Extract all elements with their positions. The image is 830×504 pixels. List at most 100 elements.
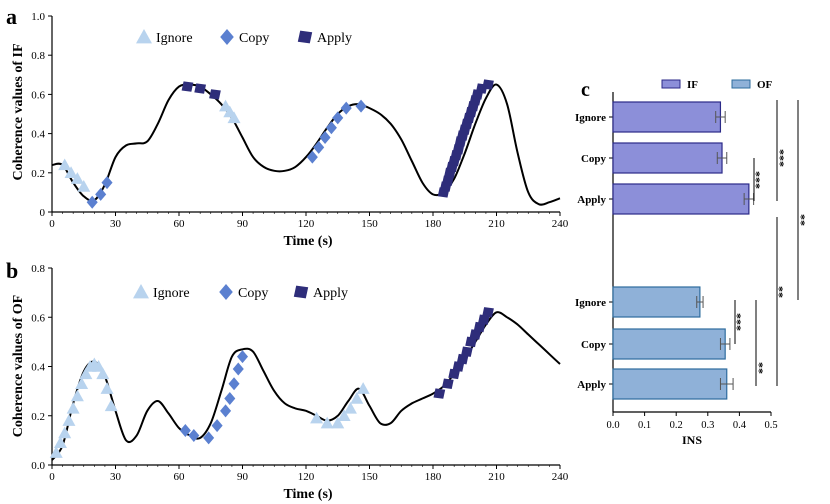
panel-b-legend-marker-copy [219,284,233,300]
panel-b-copy-point [188,428,200,442]
panel-a-x-tick-label: 30 [110,218,122,230]
panel-c-x-tick-label: 0.5 [764,420,777,431]
panel-a-y-tick-label: 0.4 [31,129,45,141]
panel-b-copy-point [224,392,236,406]
panel-b-y-tick-label: 0.8 [31,263,45,275]
panel-a-legend-label-copy: Copy [239,31,269,46]
panel-b-apply-point [473,321,486,333]
panel-a-apply-point [452,144,465,155]
panel-b-ignore-point [104,399,118,412]
panel-a-y-tick-label: 0.6 [31,89,45,101]
panel-a-y-tick-label: 1.0 [31,11,45,23]
panel-a-ignore-point [58,158,72,171]
panel-c-sig-label: ** [797,214,811,226]
panel-a-copy-point [306,150,318,164]
panel-a-ignore-point [64,166,78,178]
panel-b-x-tick-label: 210 [488,471,505,483]
panel-a-x-tick-label: 120 [298,218,315,230]
panel-a-apply-point [181,81,194,92]
panel-b-y-tick-label: 0.2 [31,411,45,423]
panel-c-category-label: Copy [581,339,607,351]
panel-b-copy-point [203,431,215,445]
panel-a-curve [51,83,561,206]
panel-c-legend-label-if: IF [687,79,698,91]
panel-a-apply-point [441,175,454,186]
panel-c-bar-if-ignore [612,101,722,133]
panel-c-legend-swatch-if [661,79,681,89]
panel-label-c: c [581,79,590,101]
panel-a-x-tick-label: 240 [552,218,569,230]
panel-b-ignore-point [100,382,114,394]
panel-c-bar-of-copy [612,328,726,360]
panel-a-copy-point [313,140,325,154]
panel-c-bar-of-ignore [612,286,701,318]
panel-a-copy-point [332,111,344,125]
panel-a-y-tick-label: 0 [40,207,46,219]
panel-a-ignore-point [70,172,84,184]
panel-label-a: a [6,4,17,29]
panel-c-x-tick-label: 0.0 [606,420,619,431]
panel-b-copy-point [179,424,191,438]
panel-b-x-tick-label: 30 [110,471,122,483]
panel-b-ignore-point [66,401,80,414]
panel-c-sig-label: *** [733,313,747,331]
panel-a-x-tick-label: 0 [49,218,55,230]
panel-b-copy-point [220,404,232,418]
panel-b-ignore-point [356,382,370,394]
panel-c-legend-swatch-of [731,79,751,89]
panel-b-apply-point [469,329,482,340]
panel-a-copy-point [227,111,241,124]
panel-c-x-tick-label: 0.4 [733,420,747,431]
panel-a-legend-label-apply: Apply [317,31,352,46]
panel-b-x-tick-label: 240 [552,471,569,483]
panel-b-apply-point [452,361,465,372]
panel-b-x-tick-label: 60 [174,471,186,483]
panel-c-bar-if-copy [612,142,723,174]
panel-a-y-tick-label: 0.8 [31,50,45,62]
panel-b-ignore-point [92,360,106,372]
panel-a-legend-marker-ignore [136,29,152,44]
panel-a-copy-point [325,121,337,135]
panel-b-apply-point [448,368,461,380]
panel-c-category-label: Copy [581,153,607,165]
panel-c-category-label: Ignore [575,297,606,309]
panel-b-apply-point [482,307,494,318]
panel-b-ignore-point [75,377,89,389]
panel-b-x-tick-label: 180 [425,471,442,483]
panel-a-copy-point [340,101,352,115]
panel-b-apply-point [465,336,477,348]
panel-c-category-label: Apply [577,379,606,391]
panel-b-apply-point [461,346,473,357]
panel-a-x-tick-label: 60 [174,218,186,230]
panel-b-ignore-point [350,392,364,404]
panel-a-x-tick-label: 150 [361,218,378,230]
panel-b-apply-point [477,314,490,325]
panel-b-x-tick-label: 90 [237,471,249,483]
panel-a-ignore-point [77,180,91,192]
panel-c-bar-if-apply [612,183,750,215]
panel-b-xlabel: Time (s) [283,487,332,502]
panel-a-legend-marker-apply [297,30,313,44]
panel-b-chart: Coherence values of OF Time (s) 0 30 60 90 1… [11,263,569,502]
panel-a-copy-point [101,176,113,190]
panel-b-copy-point [232,362,244,376]
panel-c-bar-of-apply [612,368,728,400]
panel-a-copy-point [319,131,331,145]
panel-b-ylabel: Coherence values of OF [11,295,26,437]
panel-a-marks [51,79,561,209]
panel-a-x-tick-label: 180 [425,218,442,230]
panel-b-ignore-point [70,389,84,402]
panel-b-legend-label-apply: Apply [313,286,348,301]
panel-a-apply-point [194,83,207,94]
panel-b-x-tick-label: 150 [361,471,378,483]
panel-c-x-tick-label: 0.2 [670,420,683,431]
panel-b-legend-marker-apply [293,285,309,299]
panel-b-legend-marker-ignore [133,284,149,299]
panel-b-x-tick-label: 0 [49,471,55,483]
panel-b-apply-point [433,388,446,399]
panel-c-sig-label: *** [752,171,766,189]
